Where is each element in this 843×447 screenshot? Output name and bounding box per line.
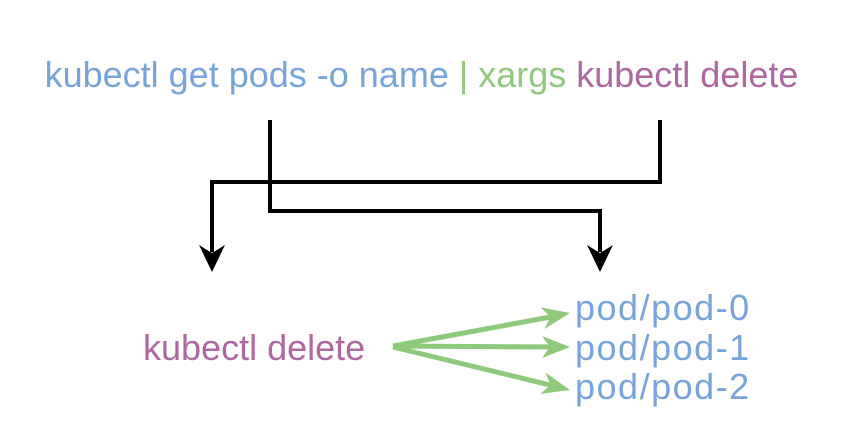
pod-name: pod/pod-1 — [575, 326, 751, 368]
fan-arrowhead-2-icon — [540, 372, 570, 394]
fan-arrow-line-2 — [392, 344, 555, 389]
pipeline-command: kubectl get pods -o name | xargs kubectl… — [0, 52, 843, 98]
command-segment-pipe-xargs: | xargs — [458, 54, 567, 95]
down-arrowhead-right-icon — [587, 245, 613, 272]
connector-delete-to-expanded — [210, 120, 662, 252]
expanded-delete-command: kubectl delete — [143, 327, 366, 368]
pod-name: pod/pod-2 — [575, 366, 751, 407]
xargs-fan-arrows — [392, 307, 570, 394]
fan-arrowhead-0-icon — [540, 307, 570, 329]
fan-arrow-line-0 — [392, 313, 557, 349]
connector-get-pods-to-output — [268, 120, 602, 252]
command-segment-kubectl-delete: kubectl delete — [576, 54, 799, 95]
command-segment-get-pods: kubectl get pods -o name — [44, 54, 449, 95]
fan-arrow-line-1 — [392, 343, 557, 350]
fan-arrowhead-1-icon — [542, 336, 570, 358]
pod-output-list: pod/pod-0 pod/pod-1 pod/pod-2 — [575, 288, 751, 407]
down-arrowhead-left-icon — [199, 245, 225, 272]
pod-name: pod/pod-0 — [575, 287, 751, 328]
